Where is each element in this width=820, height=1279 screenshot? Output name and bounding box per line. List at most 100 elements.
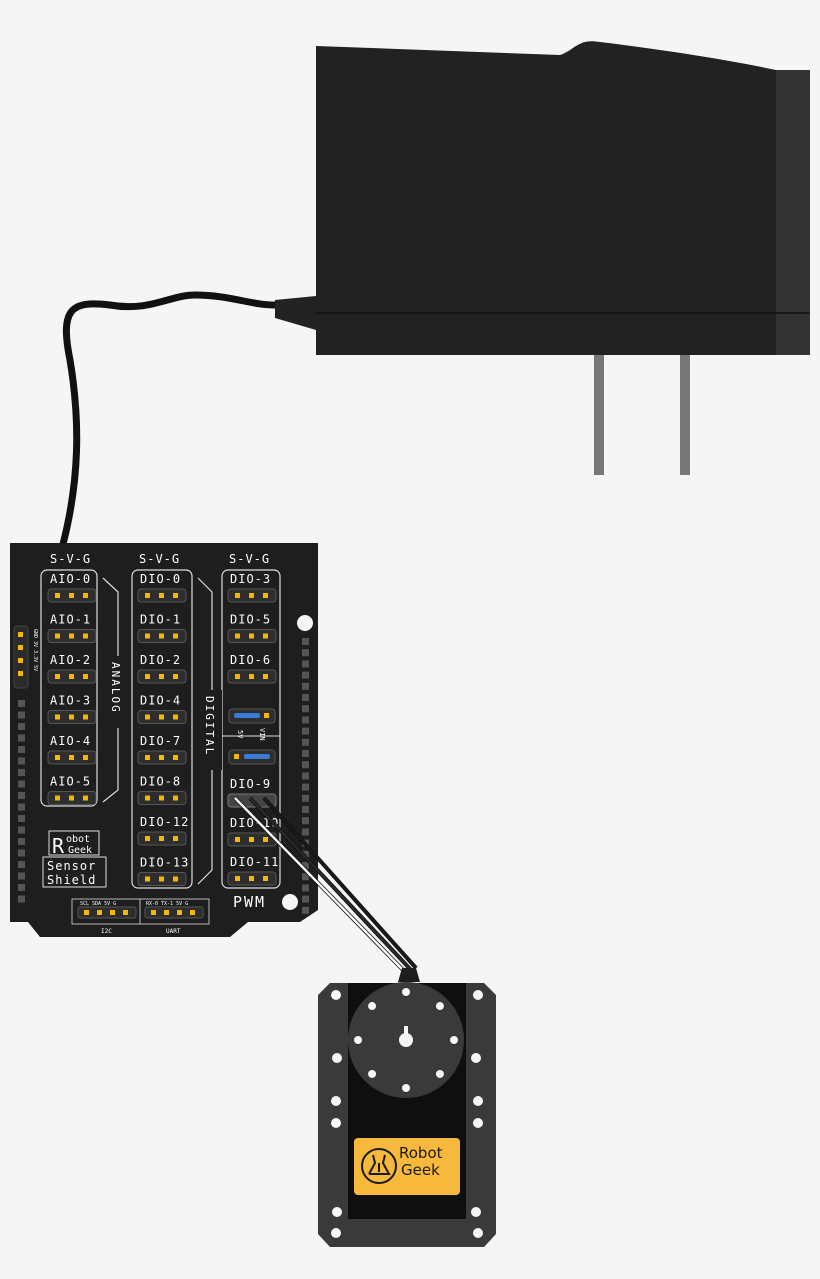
- pin-contact: [145, 674, 150, 679]
- edge-pin: [302, 660, 309, 668]
- edge-pin: [18, 780, 25, 788]
- edge-pin: [18, 895, 25, 903]
- horn-hole: [354, 1036, 362, 1044]
- analog-pin-label: AIO-1: [50, 613, 91, 627]
- pin-contact: [145, 755, 150, 760]
- column-header-digital: S-V-G: [139, 552, 180, 566]
- edge-pin: [302, 806, 309, 813]
- edge-pin: [302, 705, 309, 713]
- pin-contact: [110, 910, 115, 915]
- mount-hole: [282, 894, 298, 910]
- edge-pin: [302, 884, 309, 892]
- edge-pin: [302, 906, 309, 914]
- pin-contact: [97, 910, 102, 915]
- sensor-shield-name-box: Sensor Shield: [42, 856, 107, 888]
- pin-contact: [159, 633, 164, 639]
- edge-pin: [302, 727, 309, 735]
- logo-line-2: Geek: [68, 845, 92, 856]
- pin-contact: [55, 714, 60, 720]
- pin-contact: [69, 714, 74, 720]
- edge-pin: [302, 783, 309, 791]
- pin-contact: [173, 795, 178, 801]
- pin-contact: [151, 910, 156, 915]
- servo-motor: Robot Geek: [318, 968, 496, 1247]
- servo-mount-hole: [473, 1118, 483, 1128]
- pin-contact: [263, 837, 268, 842]
- edge-pin: [302, 895, 309, 903]
- i2c-uart-headers: SCL SDA 5V G RX-0 TX-1 5V G I2C UART: [71, 898, 210, 935]
- servo-mount-hole: [331, 990, 341, 1000]
- pwm-pin-label: DIO-3: [230, 572, 271, 586]
- pwm-pin-label: DIO-11: [230, 855, 279, 869]
- section-label-digital: DIGITAL: [203, 696, 216, 756]
- digital-pin-label: DIO-13: [140, 856, 189, 870]
- adapter-prong-left: [594, 355, 604, 475]
- servo-mount-hole: [331, 1228, 341, 1238]
- pin-contact: [145, 633, 150, 639]
- edge-pin: [302, 738, 309, 746]
- analog-pin-label: AIO-0: [50, 572, 91, 586]
- board-name-line-2: Shield: [47, 873, 96, 887]
- edge-pin: [18, 757, 25, 765]
- pin-contact: [173, 714, 178, 720]
- pin-contact: [263, 593, 268, 598]
- edge-pin: [302, 772, 309, 780]
- ground-wire: [263, 797, 417, 969]
- analog-pin-label: AIO-3: [50, 694, 91, 708]
- pin-contact: [83, 633, 88, 639]
- pin-contact: [83, 795, 88, 801]
- pin-contact: [159, 795, 164, 801]
- pin-contact: [55, 674, 60, 679]
- pin-contact: [263, 633, 268, 639]
- edge-pin: [302, 716, 309, 724]
- edge-pin: [18, 792, 25, 799]
- servo-mount-hole: [332, 1053, 342, 1063]
- power-wire: [249, 797, 412, 971]
- edge-pin: [18, 884, 25, 891]
- pin-contact: [235, 633, 240, 639]
- edge-pin: [302, 817, 309, 825]
- pin-contact: [55, 755, 60, 760]
- pin-contact: [190, 910, 195, 915]
- cable-strain-relief: [275, 296, 316, 330]
- analog-pin-label: AIO-2: [50, 653, 91, 667]
- section-label-pwm: PWM: [233, 893, 266, 911]
- edge-pin: [302, 694, 309, 701]
- pin-contact: [55, 593, 60, 598]
- servo-mount-hole: [471, 1207, 481, 1217]
- horn-hole: [435, 1069, 444, 1078]
- edge-pin: [302, 761, 309, 769]
- mount-hole: [297, 615, 313, 631]
- power-adapter: [316, 41, 810, 475]
- servo-wire-bundle: [233, 796, 418, 974]
- servo-mount-hole: [473, 1228, 483, 1238]
- uart-pin-labels: RX-0 TX-1 5V G: [146, 901, 188, 907]
- edge-pin: [302, 682, 309, 690]
- pin-contact: [173, 755, 178, 760]
- analog-group-outline: [40, 569, 98, 807]
- pin-contact: [145, 795, 150, 801]
- digital-pin-label: DIO-2: [140, 653, 181, 667]
- pin-contact: [263, 876, 268, 881]
- pin-contact: [69, 755, 74, 760]
- pwm-pin-label: DIO-5: [230, 613, 271, 627]
- pin-contact: [69, 633, 74, 639]
- edge-pin-rows: [18, 638, 309, 914]
- edge-pin: [18, 711, 25, 719]
- pin-contact: [145, 876, 150, 882]
- pin-contact: [159, 714, 164, 720]
- edge-pin: [18, 734, 25, 742]
- column-header-analog: S-V-G: [50, 552, 91, 566]
- edge-pin: [302, 828, 309, 836]
- jumper-label-5v: 5V: [236, 730, 244, 739]
- pin-contact: [84, 910, 89, 915]
- column-header-pwm: S-V-G: [229, 552, 270, 566]
- pin-contact: [263, 674, 268, 679]
- servo-mount-hole: [331, 1096, 341, 1106]
- edge-pin: [18, 872, 25, 880]
- signal-wire: [234, 797, 406, 973]
- edge-pin: [18, 838, 25, 845]
- robotgeek-logo-box: R obot Geek: [48, 830, 100, 858]
- pwm-pin-label: DIO-6: [230, 653, 271, 667]
